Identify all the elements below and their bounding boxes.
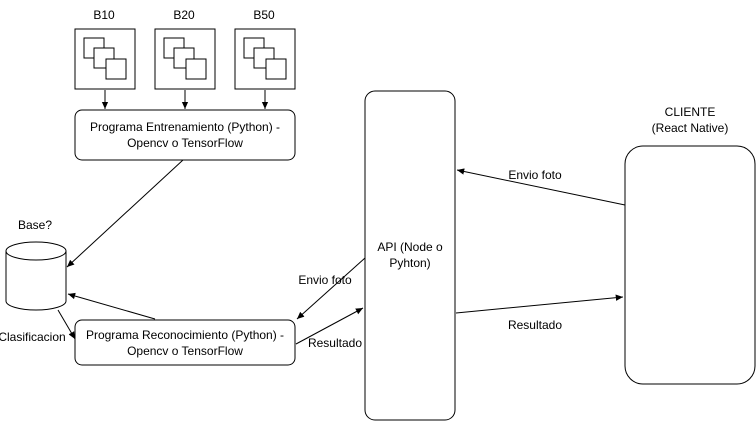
edge-label-result-to-client: Resultado xyxy=(508,318,562,332)
edge-recognition-to-database xyxy=(67,292,156,320)
edge-label-send-photo-to-recognition: Envio foto xyxy=(298,273,352,287)
recognition-program-node[interactable]: Programa Reconocimiento (Python) - Openc… xyxy=(74,319,296,366)
client-node[interactable] xyxy=(624,145,756,385)
edge-label-result-to-api: Resultado xyxy=(308,336,362,350)
client-subtitle: (React Native) xyxy=(652,121,729,135)
training-program-node[interactable]: Programa Entrenamiento (Python) - Opencv… xyxy=(74,109,296,161)
api-line1: API (Node o xyxy=(377,240,443,254)
dataset-label-b10: B10 xyxy=(93,8,115,22)
database-label: Base? xyxy=(18,218,52,232)
edge-api-to-client xyxy=(455,294,624,314)
edge-recognition-to-api xyxy=(295,307,364,345)
edge-client-to-api xyxy=(456,168,626,206)
edge-training-to-database xyxy=(66,159,184,268)
recognition-program-line1: Programa Reconocimiento (Python) - xyxy=(86,328,284,342)
edge-api-to-recognition xyxy=(296,257,366,320)
training-program-line1: Programa Entrenamiento (Python) - xyxy=(90,120,280,134)
training-program-line2: Opencv o TensorFlow xyxy=(127,136,243,150)
dataset-icon-b10[interactable] xyxy=(74,28,136,90)
api-node[interactable]: API (Node o Pyhton) xyxy=(364,90,456,421)
recognition-program-line2: Opencv o TensorFlow xyxy=(127,344,243,358)
dataset-label-b20: B20 xyxy=(173,8,195,22)
edge-label-classification: Clasificacion xyxy=(0,330,66,344)
edge-database-to-recognition xyxy=(57,309,76,340)
client-title: CLIENTE xyxy=(665,105,716,119)
dataset-label-b50: B50 xyxy=(253,8,275,22)
api-line2: Pyhton) xyxy=(389,256,430,270)
dataset-icon-b20[interactable] xyxy=(154,28,216,90)
database-node[interactable] xyxy=(5,241,67,311)
edge-label-send-photo-to-api: Envio foto xyxy=(508,168,562,182)
dataset-icon-b50[interactable] xyxy=(234,28,296,90)
